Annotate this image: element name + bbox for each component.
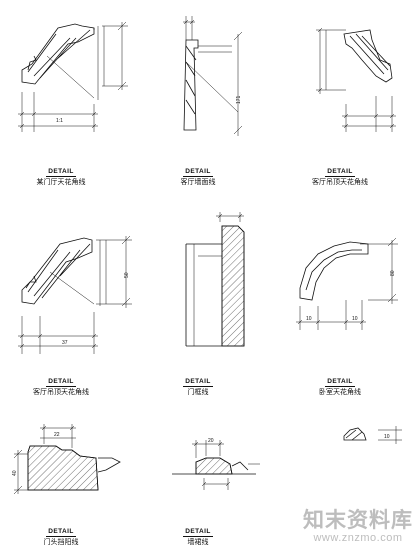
svg-text:171: 171 xyxy=(236,95,242,104)
caption-title: DETAIL xyxy=(185,528,211,535)
caption-detail-8: DETAIL 墙裙线 xyxy=(143,528,253,547)
svg-text:10: 10 xyxy=(352,316,358,322)
caption-title: DETAIL xyxy=(185,168,211,175)
caption-title-underline xyxy=(46,536,76,537)
detail-4-ceiling-moulding xyxy=(18,235,132,354)
detail-2-wall-moulding xyxy=(183,16,243,136)
caption-title: DETAIL xyxy=(48,378,74,385)
detail-7-door-head-moulding xyxy=(13,424,121,495)
caption-title-underline xyxy=(325,386,355,387)
caption-subtitle: 墙裙线 xyxy=(187,538,209,546)
svg-text:20: 20 xyxy=(208,438,214,444)
caption-detail-6: DETAIL 卧室天花角线 xyxy=(285,378,395,397)
svg-text:1:1: 1:1 xyxy=(56,118,63,124)
caption-title-underline xyxy=(46,386,76,387)
caption-title: DETAIL xyxy=(185,378,211,385)
detail-6-ceiling-crown xyxy=(296,237,398,330)
caption-title-underline xyxy=(183,176,213,177)
detail-3-ceiling-moulding xyxy=(316,27,396,132)
svg-text:10: 10 xyxy=(306,316,312,322)
caption-detail-5: DETAIL 门框线 xyxy=(143,378,253,397)
caption-subtitle: 客厅吊顶天花角线 xyxy=(312,178,368,186)
caption-title: DETAIL xyxy=(48,528,74,535)
caption-subtitle: 卧室天花角线 xyxy=(319,388,361,396)
caption-subtitle: 客厅墙面线 xyxy=(180,178,216,186)
caption-title-underline xyxy=(325,176,355,177)
svg-text:37: 37 xyxy=(62,340,68,346)
dimension-labels: 1:1 171 50 37 80 10 10 22 20 40 10 xyxy=(12,95,396,476)
caption-detail-1: DETAIL 某门厅天花角线 xyxy=(6,168,116,187)
caption-title: DETAIL xyxy=(327,378,353,385)
detail-9-moulding-fragment xyxy=(343,426,402,444)
caption-title: DETAIL xyxy=(327,168,353,175)
caption-title-underline xyxy=(183,536,213,537)
caption-detail-4: DETAIL 客厅吊顶天花角线 xyxy=(6,378,116,397)
detail-5-door-frame xyxy=(185,212,245,347)
svg-text:40: 40 xyxy=(12,470,18,476)
caption-detail-7: DETAIL 门头挡阳线 xyxy=(6,528,116,547)
caption-detail-3: DETAIL 客厅吊顶天花角线 xyxy=(285,168,395,187)
svg-text:50: 50 xyxy=(124,272,130,278)
detail-8-wainscot-moulding xyxy=(172,440,260,490)
caption-subtitle: 门框线 xyxy=(187,388,209,396)
caption-title-underline xyxy=(183,386,213,387)
svg-text:10: 10 xyxy=(384,434,390,440)
caption-subtitle: 门头挡阳线 xyxy=(43,538,79,546)
svg-text:22: 22 xyxy=(54,432,60,438)
caption-subtitle: 某门厅天花角线 xyxy=(36,178,86,186)
svg-text:80: 80 xyxy=(390,270,396,276)
caption-detail-2: DETAIL 客厅墙面线 xyxy=(143,168,253,187)
caption-subtitle: 客厅吊顶天花角线 xyxy=(33,388,89,396)
caption-title: DETAIL xyxy=(48,168,74,175)
detail-1-crown-moulding xyxy=(18,21,128,132)
caption-title-underline xyxy=(46,176,76,177)
